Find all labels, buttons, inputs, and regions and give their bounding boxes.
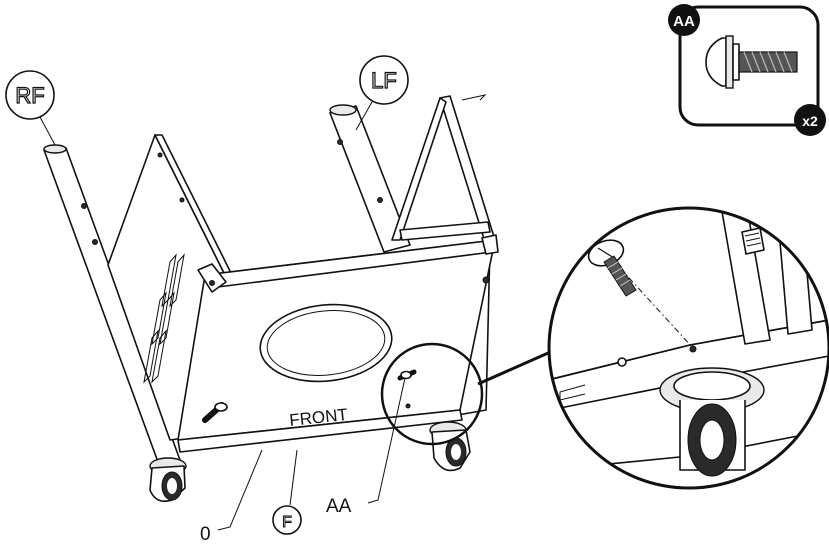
callout-rf: RF [6, 71, 55, 145]
detail-magnified-circle [548, 192, 829, 488]
quantity-label: x2 [802, 113, 818, 129]
callout-zero-label: 0 [200, 524, 211, 545]
hardware-box: AA x2 [668, 4, 826, 136]
callout-f-label: F [282, 514, 292, 531]
caster-right [430, 422, 470, 470]
callout-f: F [273, 450, 301, 534]
hardware-badge-label: AA [673, 13, 695, 30]
caster-left [150, 458, 186, 501]
callout-lf-label: LF [371, 68, 397, 93]
callout-aa-label: AA [326, 496, 352, 517]
callout-rf-label: RF [15, 83, 44, 108]
callout-lf: LF [356, 56, 408, 130]
callout-zero: 0 [200, 450, 262, 545]
nut-icon [742, 228, 764, 254]
